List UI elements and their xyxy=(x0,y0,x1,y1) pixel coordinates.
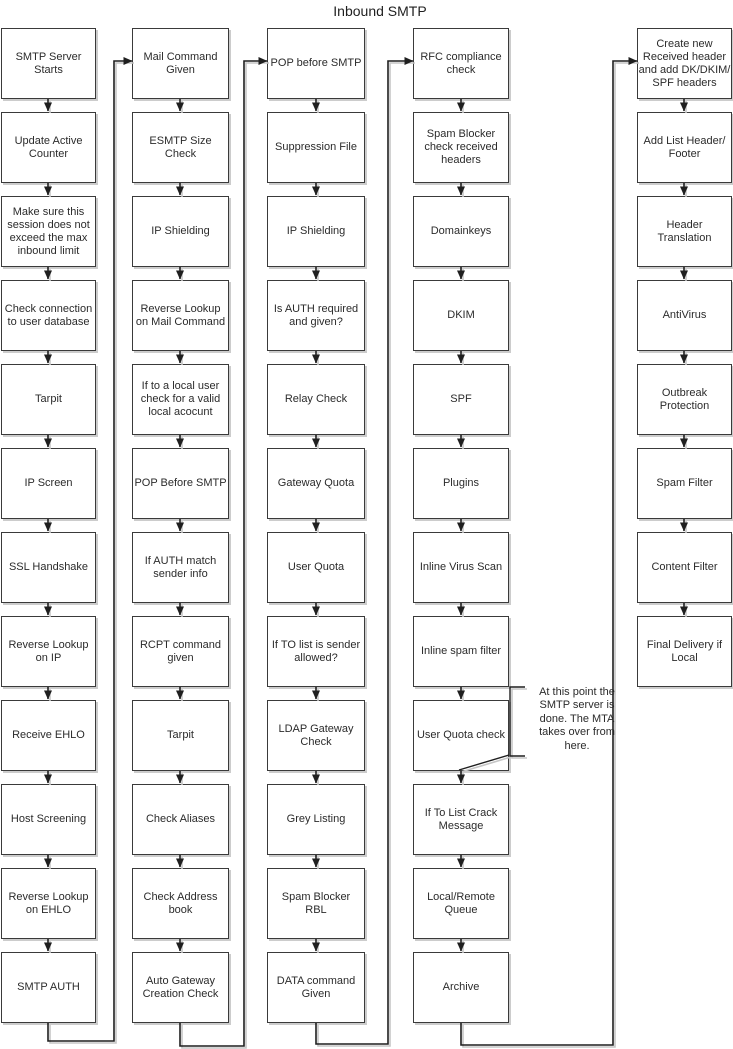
flow-box: If to a local user check for a valid loc… xyxy=(132,364,229,435)
flow-box: AntiVirus xyxy=(637,280,732,351)
flow-box: IP Screen xyxy=(1,448,96,519)
flow-box: DATA command Given xyxy=(267,952,365,1023)
flow-box: Check Address book xyxy=(132,868,229,939)
flow-box: IP Shielding xyxy=(267,196,365,267)
flow-box: Mail Command Given xyxy=(132,28,229,99)
flow-box: Spam Blocker check received headers xyxy=(413,112,509,183)
flow-box: SMTP AUTH xyxy=(1,952,96,1023)
flow-box: POP before SMTP xyxy=(267,28,365,99)
flow-box: SSL Handshake xyxy=(1,532,96,603)
flow-box: Header Translation xyxy=(637,196,732,267)
flow-arrows xyxy=(44,57,688,1047)
flow-box: Spam Blocker RBL xyxy=(267,868,365,939)
flow-box: Domainkeys xyxy=(413,196,509,267)
flow-box: ESMTP Size Check xyxy=(132,112,229,183)
flow-box: Plugins xyxy=(413,448,509,519)
flow-box: If TO list is sender allowed? xyxy=(267,616,365,687)
line-shadows xyxy=(49,62,687,1049)
flow-box: If To List Crack Message xyxy=(413,784,509,855)
flow-box: User Quota xyxy=(267,532,365,603)
flow-box: Gateway Quota xyxy=(267,448,365,519)
flow-box: Grey Listing xyxy=(267,784,365,855)
flow-box: POP Before SMTP xyxy=(132,448,229,519)
flow-box: Inline Virus Scan xyxy=(413,532,509,603)
flow-box: User Quota check xyxy=(413,700,509,771)
flow-box: Update Active Counter xyxy=(1,112,96,183)
flow-box: Create new Received header and add DK/DK… xyxy=(637,28,732,99)
flow-box: RFC compliance check xyxy=(413,28,509,99)
flow-box: Local/Remote Queue xyxy=(413,868,509,939)
flow-box: Outbreak Protection xyxy=(637,364,732,435)
diagram-title: Inbound SMTP xyxy=(333,3,427,19)
flow-box: IP Shielding xyxy=(132,196,229,267)
flow-box: Relay Check xyxy=(267,364,365,435)
flow-box: Add List Header/ Footer xyxy=(637,112,732,183)
flow-box: Is AUTH required and given? xyxy=(267,280,365,351)
flow-box: Tarpit xyxy=(132,700,229,771)
flow-box: Check connection to user database xyxy=(1,280,96,351)
flow-box: Reverse Lookup on EHLO xyxy=(1,868,96,939)
flow-box: RCPT command given xyxy=(132,616,229,687)
flow-box: DKIM xyxy=(413,280,509,351)
flow-box: SPF xyxy=(413,364,509,435)
flow-box: Final Delivery if Local xyxy=(637,616,732,687)
flow-box: Host Screening xyxy=(1,784,96,855)
flow-box: Inline spam filter xyxy=(413,616,509,687)
flow-box: Content Filter xyxy=(637,532,732,603)
flow-box: Make sure this session does not exceed t… xyxy=(1,196,96,267)
flow-box: Suppression File xyxy=(267,112,365,183)
flow-box: Check Aliases xyxy=(132,784,229,855)
annotation-note: At this point the SMTP server is done. T… xyxy=(539,686,615,752)
flow-box: Tarpit xyxy=(1,364,96,435)
flow-box: Auto Gateway Creation Check xyxy=(132,952,229,1023)
flow-box: Reverse Lookup on Mail Command xyxy=(132,280,229,351)
flow-box: Receive EHLO xyxy=(1,700,96,771)
flow-box: Archive xyxy=(413,952,509,1023)
flow-box: Spam Filter xyxy=(637,448,732,519)
flow-box: Reverse Lookup on IP xyxy=(1,616,96,687)
flow-box: SMTP Server Starts xyxy=(1,28,96,99)
flow-box: LDAP Gateway Check xyxy=(267,700,365,771)
flow-box: If AUTH match sender info xyxy=(132,532,229,603)
